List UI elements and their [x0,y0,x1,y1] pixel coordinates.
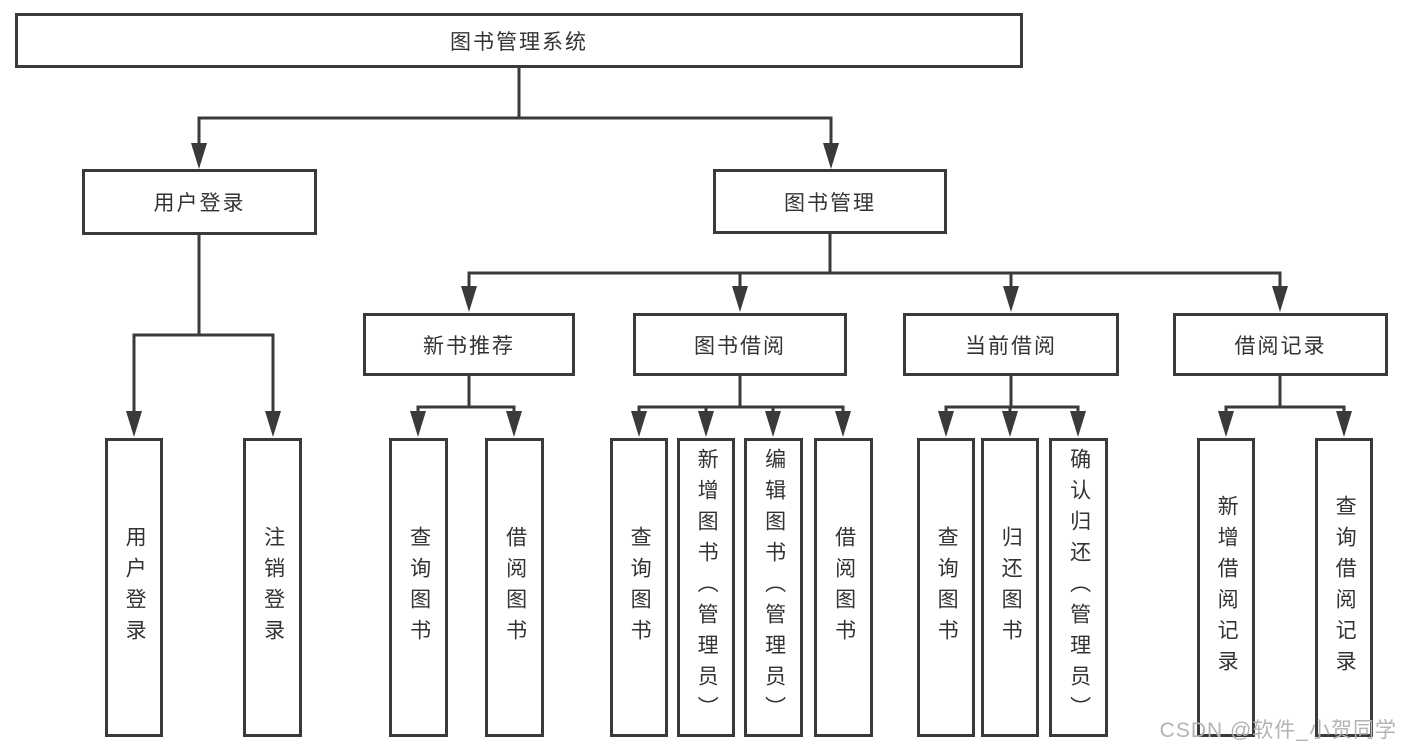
leaf-add-borrow-record: 新增借阅记录 [1197,438,1255,737]
leaf-add-books-admin: 新增图书（管理员） [677,438,735,737]
leaf-query-books-3-label: 查询图书 [935,525,959,650]
leaf-confirm-return-admin-label: 确认归还（管理员） [1067,448,1091,727]
node-new-book-recommend: 新书推荐 [363,313,575,376]
leaf-query-books-1-label: 查询图书 [407,525,431,650]
leaf-add-books-admin-label: 新增图书（管理员） [695,448,719,727]
leaf-logout-label: 注销登录 [261,525,285,650]
leaf-query-books-2-label: 查询图书 [628,525,652,650]
leaf-borrow-books-1-label: 借阅图书 [503,525,527,650]
leaf-logout: 注销登录 [243,438,302,737]
leaf-return-books-label: 归还图书 [999,525,1023,650]
leaf-borrow-books-1: 借阅图书 [485,438,544,737]
leaf-query-books-1: 查询图书 [389,438,448,737]
leaf-borrow-books-2: 借阅图书 [814,438,873,737]
leaf-return-books: 归还图书 [981,438,1039,737]
node-current-borrow: 当前借阅 [903,313,1119,376]
leaf-edit-books-admin-label: 编辑图书（管理员） [762,448,786,727]
node-borrow-records: 借阅记录 [1173,313,1388,376]
node-book-management: 图书管理 [713,169,947,234]
csdn-watermark: CSDN @软件_小贺同学 [1159,719,1397,742]
leaf-edit-books-admin: 编辑图书（管理员） [744,438,803,737]
leaf-add-borrow-record-label: 新增借阅记录 [1215,494,1239,681]
leaf-query-borrow-record: 查询借阅记录 [1315,438,1373,737]
node-root-title: 图书管理系统 [15,13,1023,68]
leaf-query-books-3: 查询图书 [917,438,975,737]
leaf-user-login-label: 用户登录 [123,525,147,650]
leaf-borrow-books-2-label: 借阅图书 [832,525,856,650]
leaf-query-borrow-record-label: 查询借阅记录 [1333,494,1357,681]
leaf-user-login: 用户登录 [105,438,163,737]
node-user-login: 用户登录 [82,169,317,235]
leaf-confirm-return-admin: 确认归还（管理员） [1049,438,1108,737]
node-book-borrow: 图书借阅 [633,313,847,376]
leaf-query-books-2: 查询图书 [610,438,668,737]
